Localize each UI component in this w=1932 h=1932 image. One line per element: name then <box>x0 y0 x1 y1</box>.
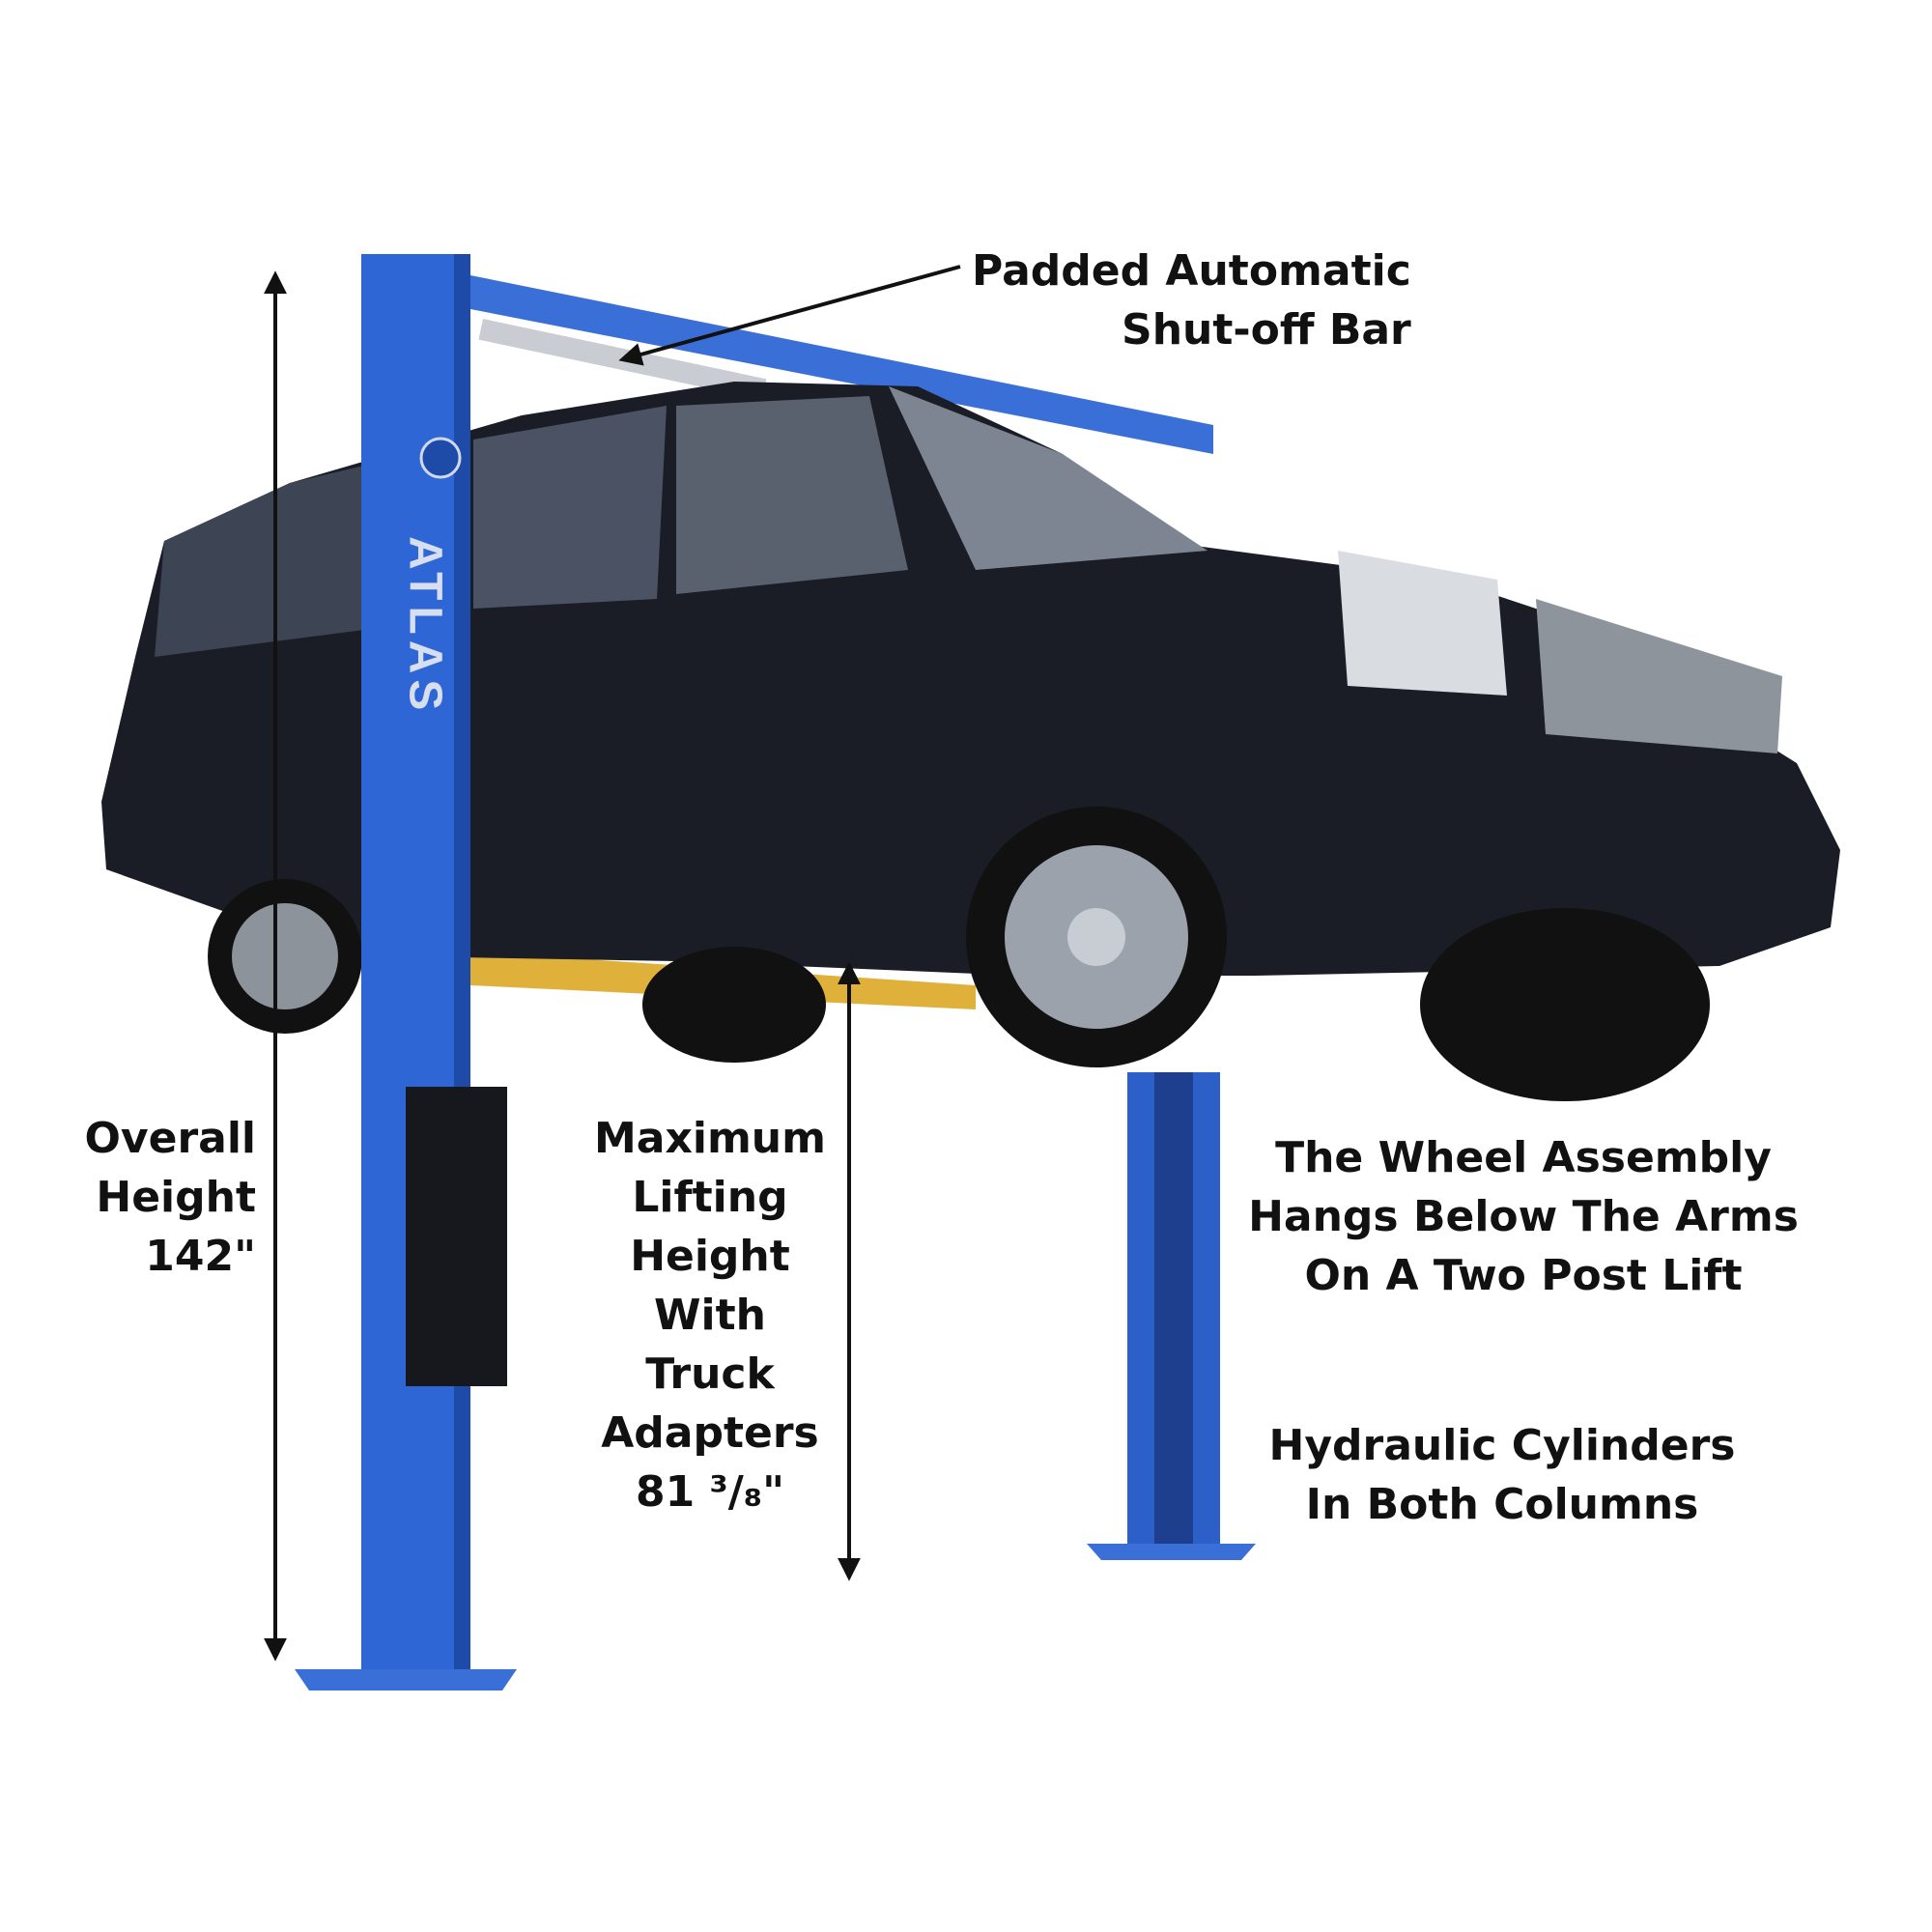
callout-hydraulic-cylinders: Hydraulic Cylinders In Both Columns <box>1236 1416 1768 1534</box>
left-post <box>361 254 470 1669</box>
callout-line: Hangs Below The Arms <box>1248 1192 1799 1241</box>
callout-line: 142" <box>145 1232 256 1281</box>
right-post-shadow <box>1154 1072 1193 1546</box>
suv <box>101 382 1840 1101</box>
callout-max-lifting-height: Maximum Lifting Height With Truck Adapte… <box>565 1109 855 1521</box>
callout-overall-height: Overall Height 142" <box>77 1109 256 1286</box>
callout-line: Truck <box>645 1350 775 1399</box>
left-base-plate <box>295 1669 517 1690</box>
power-unit <box>406 1087 507 1386</box>
atlas-logo-icon <box>419 437 462 479</box>
callout-shutoff-bar: Padded Automatic Shut-off Bar <box>972 242 1411 359</box>
shutoff-bar-pointer-arrow <box>618 265 961 366</box>
callout-line: 81 ³/₈" <box>635 1467 785 1517</box>
callout-line: Lifting <box>632 1173 788 1222</box>
callout-line: Maximum <box>594 1114 826 1163</box>
callout-line: Padded Automatic <box>972 246 1411 296</box>
callout-line: Height <box>96 1173 256 1222</box>
top-beam <box>470 275 1213 454</box>
callout-line: Adapters <box>601 1408 819 1458</box>
atlas-post-logo: ATLAS <box>400 536 451 716</box>
callout-line: Overall <box>84 1114 256 1163</box>
callout-line: In Both Columns <box>1305 1480 1699 1529</box>
callout-line: With <box>654 1291 766 1340</box>
callout-line: Height <box>630 1232 790 1281</box>
callout-line: On A Two Post Lift <box>1304 1251 1743 1300</box>
callout-wheel-assembly: The Wheel Assembly Hangs Below The Arms … <box>1234 1128 1813 1305</box>
callout-line: Hydraulic Cylinders <box>1268 1421 1736 1470</box>
callout-line: The Wheel Assembly <box>1275 1133 1772 1182</box>
callout-line: Shut-off Bar <box>1122 305 1411 355</box>
right-base-plate <box>1087 1544 1256 1560</box>
